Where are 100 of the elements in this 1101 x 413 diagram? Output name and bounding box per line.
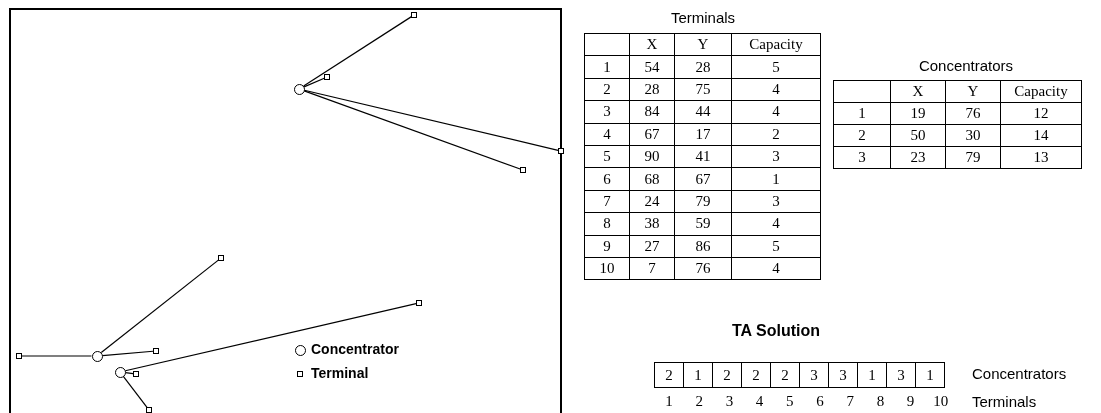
connection-line: [21, 355, 93, 357]
terminal-square: [324, 74, 330, 80]
table-cell: 9: [584, 235, 630, 258]
table-cell: 2: [833, 124, 891, 147]
table-cell: 12: [1000, 102, 1082, 125]
table-cell: 6: [584, 167, 630, 191]
table-cell: 30: [945, 124, 1001, 147]
table-cell: 5: [731, 55, 821, 79]
table-cell: 50: [890, 124, 946, 147]
terminal-square: [411, 12, 417, 18]
table-cell: 10: [584, 257, 630, 280]
table-cell: 75: [674, 78, 732, 101]
row-label: Terminals: [972, 393, 1037, 410]
table-cell: 19: [890, 102, 946, 125]
table-cell: 8: [584, 212, 630, 235]
terminal-square: [16, 353, 22, 359]
connection-line: [303, 16, 413, 87]
table-title: Terminals: [670, 9, 736, 26]
column-number: 7: [845, 393, 855, 410]
table-cell: 1: [915, 362, 945, 388]
table-cell: 76: [945, 102, 1001, 125]
table-cell: X: [629, 33, 675, 56]
table-cell: 41: [674, 145, 732, 168]
table-cell: 27: [629, 235, 675, 258]
connection-line: [303, 77, 325, 88]
table-cell: 5: [584, 145, 630, 168]
table-cell: 84: [629, 100, 675, 124]
table-cell: 1: [857, 362, 887, 388]
column-number: 10: [932, 393, 950, 410]
table-cell: 3: [833, 146, 891, 169]
connection-line: [122, 375, 148, 409]
terminal-square: [520, 167, 526, 173]
concentrator-circle: [114, 366, 126, 378]
table-cell: 13: [1000, 146, 1082, 169]
column-number: 3: [724, 393, 735, 410]
table-cell: 3: [731, 190, 821, 213]
column-number: 8: [875, 393, 886, 410]
table-cell: 1: [584, 55, 630, 79]
connection-line: [303, 89, 559, 151]
table-cell: 7: [584, 190, 630, 213]
table-cell: 67: [674, 167, 732, 191]
column-number: 9: [905, 393, 916, 410]
table-cell: 28: [629, 78, 675, 101]
table-cell: 44: [674, 100, 732, 124]
table-cell: 2: [731, 123, 821, 146]
terminal-square: [133, 371, 139, 377]
table-cell: 3: [828, 362, 858, 388]
concentrator-circle: [293, 83, 305, 95]
connection-line: [100, 259, 220, 354]
table-cell: 76: [674, 257, 732, 280]
table-cell: 4: [731, 212, 821, 235]
table-cell: 79: [945, 146, 1001, 169]
table-cell: X: [890, 80, 946, 103]
column-number: 5: [785, 393, 795, 410]
terminal-square: [146, 407, 152, 413]
table-cell: Y: [674, 33, 732, 56]
table-cell: 54: [629, 55, 675, 79]
table-cell: 4: [731, 100, 821, 124]
table-cell: 4: [584, 123, 630, 146]
table-cell: 59: [674, 212, 732, 235]
connection-line: [303, 90, 521, 170]
table-cell: 67: [629, 123, 675, 146]
table-cell: 38: [629, 212, 675, 235]
connection-line: [124, 303, 417, 372]
table-cell: 90: [629, 145, 675, 168]
column-number: 1: [664, 393, 674, 410]
table-cell: 14: [1000, 124, 1082, 147]
table-cell: Y: [945, 80, 1001, 103]
terminal-square: [218, 255, 224, 261]
table-cell: Capacity: [731, 33, 821, 56]
concentrator-circle: [91, 350, 103, 362]
table-cell: 3: [584, 100, 630, 124]
column-number: 6: [815, 393, 825, 410]
table-cell: 2: [741, 362, 771, 388]
table-cell: 4: [731, 78, 821, 101]
table-title: Concentrators: [918, 57, 1014, 74]
terminal-square: [416, 300, 422, 306]
table-cell: 2: [770, 362, 800, 388]
row-label: Concentrators: [972, 365, 1067, 382]
table-cell: 68: [629, 167, 675, 191]
column-number: 2: [694, 393, 704, 410]
table-cell: 1: [683, 362, 713, 388]
connection-line: [101, 350, 154, 357]
table-cell: Capacity: [1000, 80, 1082, 103]
table-cell: 24: [629, 190, 675, 213]
table-cell: 3: [886, 362, 916, 388]
table-cell: 4: [731, 257, 821, 280]
table-title: TA Solution: [732, 322, 820, 340]
terminal-square: [558, 148, 564, 154]
table-cell: 17: [674, 123, 732, 146]
table-cell: 5: [731, 235, 821, 258]
table-cell: 2: [584, 78, 630, 101]
table-cell: 2: [712, 362, 742, 388]
table-cell: 23: [890, 146, 946, 169]
table-cell: 28: [674, 55, 732, 79]
table-cell: 3: [731, 145, 821, 168]
column-number: 4: [754, 393, 765, 410]
table-cell: 2: [654, 362, 684, 388]
table-cell: 86: [674, 235, 732, 258]
table-cell: 3: [799, 362, 829, 388]
